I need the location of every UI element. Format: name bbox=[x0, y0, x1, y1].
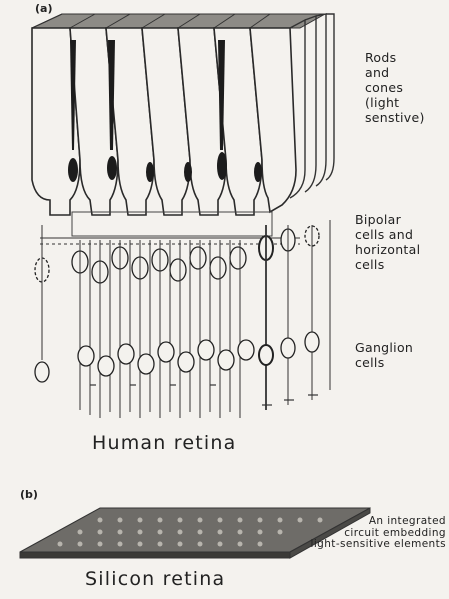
chip-description: An integrated circuit embedding light-se… bbox=[296, 516, 446, 551]
axon-terminals bbox=[90, 385, 318, 405]
human-retina-caption: Human retina bbox=[92, 432, 236, 454]
ganglion-cells bbox=[35, 332, 319, 382]
silicon-retina-caption: Silicon retina bbox=[85, 568, 225, 590]
rods-cones-label: Rods and cones (light senstive) bbox=[365, 50, 425, 125]
panel-b-label: (b) bbox=[20, 488, 38, 501]
photoreceptor-top bbox=[32, 14, 325, 28]
ganglion-label: Ganglion cells bbox=[355, 340, 413, 370]
panel-a-label: (a) bbox=[35, 2, 52, 15]
bipolar-horizontal-label: Bipolar cells and horizontal cells bbox=[355, 212, 420, 272]
bipolar-cells bbox=[35, 226, 319, 283]
